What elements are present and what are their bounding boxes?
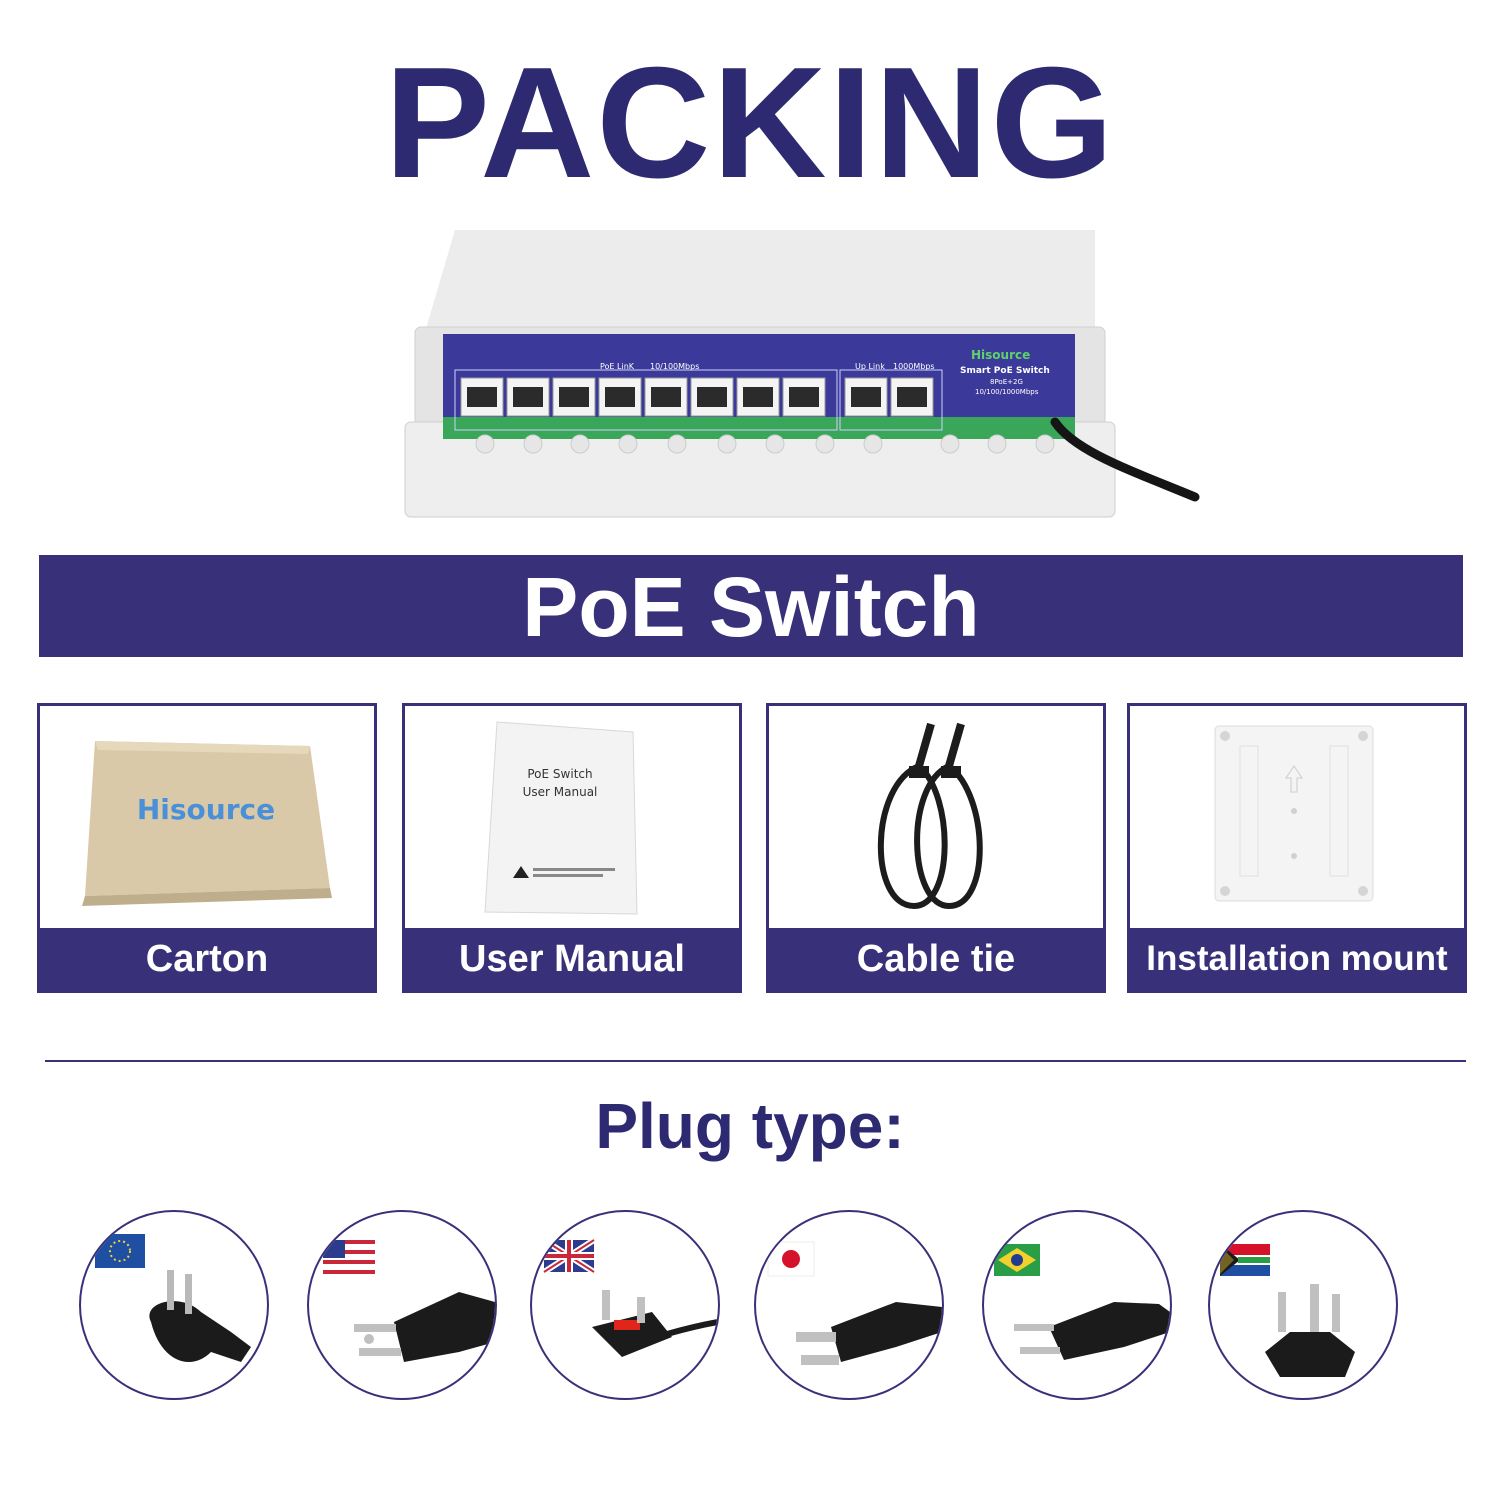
plug-br (982, 1210, 1172, 1400)
uplink-speed-label: 1000Mbps (893, 362, 935, 371)
br-flag-icon (994, 1244, 1040, 1276)
plug-type-title: Plug type: (595, 1090, 905, 1162)
uplink-label: Up Link (855, 362, 885, 371)
item-card-installation-mount: Installation mount (1127, 703, 1467, 993)
page-title: PACKING (384, 35, 1116, 211)
us-flag-icon (323, 1240, 375, 1274)
jp-flag-icon (767, 1241, 815, 1277)
item-label-carton: Carton (40, 928, 374, 990)
poe-speed-label: 10/100Mbps (650, 362, 699, 371)
plug-uk (530, 1210, 720, 1400)
carton-image: Hisource (40, 706, 374, 928)
item-card-carton: Hisource Carton (37, 703, 377, 993)
item-label-user-manual: User Manual (405, 928, 739, 990)
item-card-cable-tie: Cable tie (766, 703, 1106, 993)
poe-group-label: PoE LinK (600, 362, 635, 371)
plug-us (307, 1210, 497, 1400)
poe-switch-image: PoE LinK 10/100Mbps Up Link 1000Mbps His… (395, 222, 1215, 527)
installation-mount-image (1130, 706, 1464, 928)
device-model: Smart PoE Switch (960, 366, 1050, 376)
user-manual-image: PoE Switch User Manual (405, 706, 739, 928)
za-flag-icon (1220, 1244, 1270, 1276)
plug-eu (79, 1210, 269, 1400)
device-speed-spec: 10/100/1000Mbps (975, 388, 1039, 396)
item-card-user-manual: PoE Switch User Manual User Manual (402, 703, 742, 993)
manual-title-line2: User Manual (523, 785, 598, 799)
section-divider (45, 1060, 1466, 1062)
cable-tie-image (769, 706, 1103, 928)
device-ports-spec: 8PoE+2G (990, 378, 1023, 386)
plug-jp (754, 1210, 944, 1400)
product-banner: PoE Switch (39, 555, 1463, 657)
device-brand: Hisource (971, 348, 1030, 362)
eu-flag-icon (95, 1234, 145, 1268)
uk-flag-icon (542, 1237, 596, 1275)
manual-title-line1: PoE Switch (527, 767, 592, 781)
plug-za (1208, 1210, 1398, 1400)
item-label-installation-mount: Installation mount (1130, 928, 1464, 990)
item-label-cable-tie: Cable tie (769, 928, 1103, 990)
carton-brand: Hisource (137, 793, 275, 826)
